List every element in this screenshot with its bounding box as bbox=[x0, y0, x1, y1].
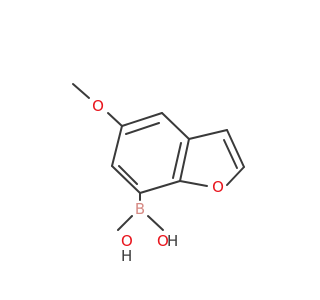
bond-b-oh-right bbox=[147, 215, 164, 231]
bond-c4-c3a bbox=[161, 112, 190, 140]
bond-c2-o1 bbox=[226, 166, 245, 186]
molecule-svg: O O B O H O H bbox=[72, 83, 245, 265]
boron-label: B bbox=[135, 200, 145, 218]
bond-c7-c6 bbox=[111, 165, 141, 194]
methoxy-oxygen-label: O bbox=[92, 97, 104, 115]
bond-c3-c2-double bbox=[223, 139, 238, 169]
hydroxyl-right-hydrogen-label: H bbox=[167, 232, 178, 250]
bond-c6-c5 bbox=[111, 125, 123, 167]
bond-o-c5 bbox=[107, 112, 123, 127]
hydroxyl-left-oxygen-label: O bbox=[121, 232, 133, 250]
structure-diagram: O O B O H O H bbox=[72, 83, 245, 265]
bond-c3a-c7a-double bbox=[172, 142, 182, 179]
bond-c4-c4-double bbox=[125, 122, 160, 135]
hydroxyl-left-hydrogen-label: H bbox=[121, 247, 132, 265]
bond-c3a-c3 bbox=[188, 129, 228, 140]
hydroxyl-right-oxygen-label: O bbox=[157, 232, 169, 250]
bond-c5-c4 bbox=[121, 112, 163, 127]
bond-o1-c7a bbox=[179, 180, 208, 187]
atom-labels: O O B O H O H bbox=[92, 97, 224, 265]
bond-c3a-c7a bbox=[179, 138, 190, 182]
bond-c7a-c7 bbox=[139, 180, 181, 194]
bond-b-oh-left bbox=[117, 215, 133, 231]
furan-oxygen-label: O bbox=[212, 178, 224, 196]
bonds bbox=[72, 83, 245, 231]
bond-c7-c6-double bbox=[118, 165, 138, 185]
bond-methyl-o bbox=[72, 83, 90, 99]
bond-c3-c2 bbox=[226, 129, 245, 168]
